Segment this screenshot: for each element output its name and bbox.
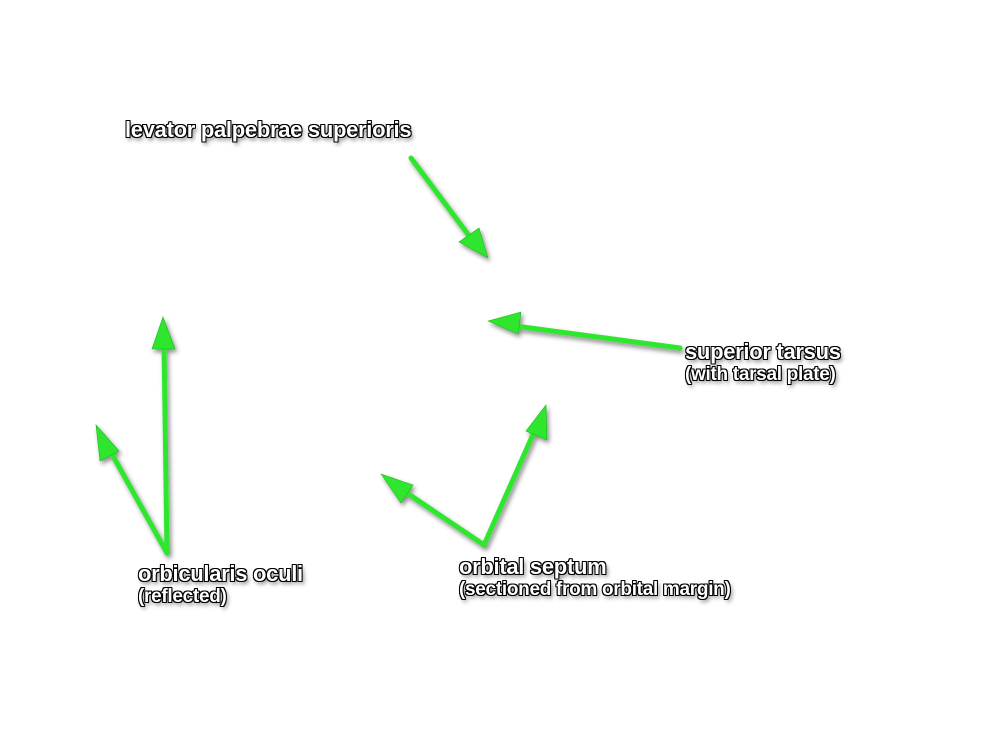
- label-superior-tarsus: superior tarsus (with tarsal plate): [685, 339, 841, 386]
- arrow-septum-right: [481, 404, 548, 548]
- arrow-levator: [408, 155, 489, 259]
- label-septum-title: orbital septum: [459, 554, 607, 579]
- arrow-septum-left: [380, 473, 487, 548]
- label-oculi-title: orbicularis oculi: [138, 561, 303, 586]
- label-orbicularis-oculi: orbicularis oculi (reflected): [138, 561, 303, 608]
- label-tarsus-subtitle: (with tarsal plate): [685, 364, 836, 386]
- label-tarsus-title: superior tarsus: [685, 339, 841, 364]
- label-septum-subtitle: (sectioned from orbital margin): [459, 579, 731, 601]
- label-orbital-septum: orbital septum (sectioned from orbital m…: [459, 554, 731, 601]
- label-levator-title: levator palpebrae superioris: [125, 117, 412, 142]
- arrow-tarsus: [487, 311, 683, 351]
- label-oculi-subtitle: (reflected): [138, 586, 227, 608]
- arrow-oculi-left: [95, 424, 170, 556]
- arrow-oculi-up: [151, 316, 176, 556]
- label-levator-palpebrae-superioris: levator palpebrae superioris: [125, 117, 412, 142]
